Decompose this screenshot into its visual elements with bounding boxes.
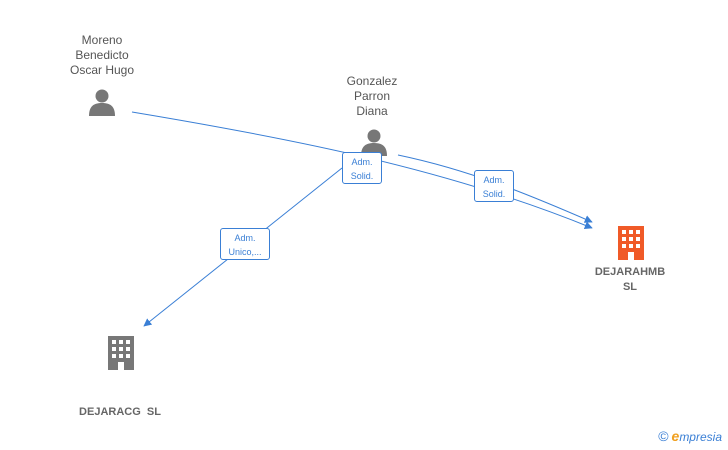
- copyright-icon: ©: [658, 428, 669, 444]
- edge-label-badge[interactable]: Adm. Unico,...: [220, 228, 270, 260]
- edge-label-badge[interactable]: Adm. Solid.: [474, 170, 514, 202]
- brand-footer: ©empresia: [658, 428, 722, 444]
- brand-logo-initial: e: [671, 428, 680, 444]
- building-icon[interactable]: [616, 226, 646, 260]
- brand-logo-text: mpresia: [679, 430, 722, 444]
- building-icon[interactable]: [106, 336, 136, 370]
- person-name-moreno: Moreno Benedicto Oscar Hugo: [69, 33, 135, 77]
- company-name-dejarahmb[interactable]: DEJARAHMB SL: [594, 266, 666, 293]
- edge-label-badge[interactable]: Adm. Solid.: [342, 152, 382, 184]
- person-name-gonzalez: Gonzalez Parron Diana: [346, 74, 398, 118]
- company-name-dejaracg[interactable]: DEJARACG SL: [79, 406, 161, 418]
- person-icon[interactable]: [88, 88, 116, 116]
